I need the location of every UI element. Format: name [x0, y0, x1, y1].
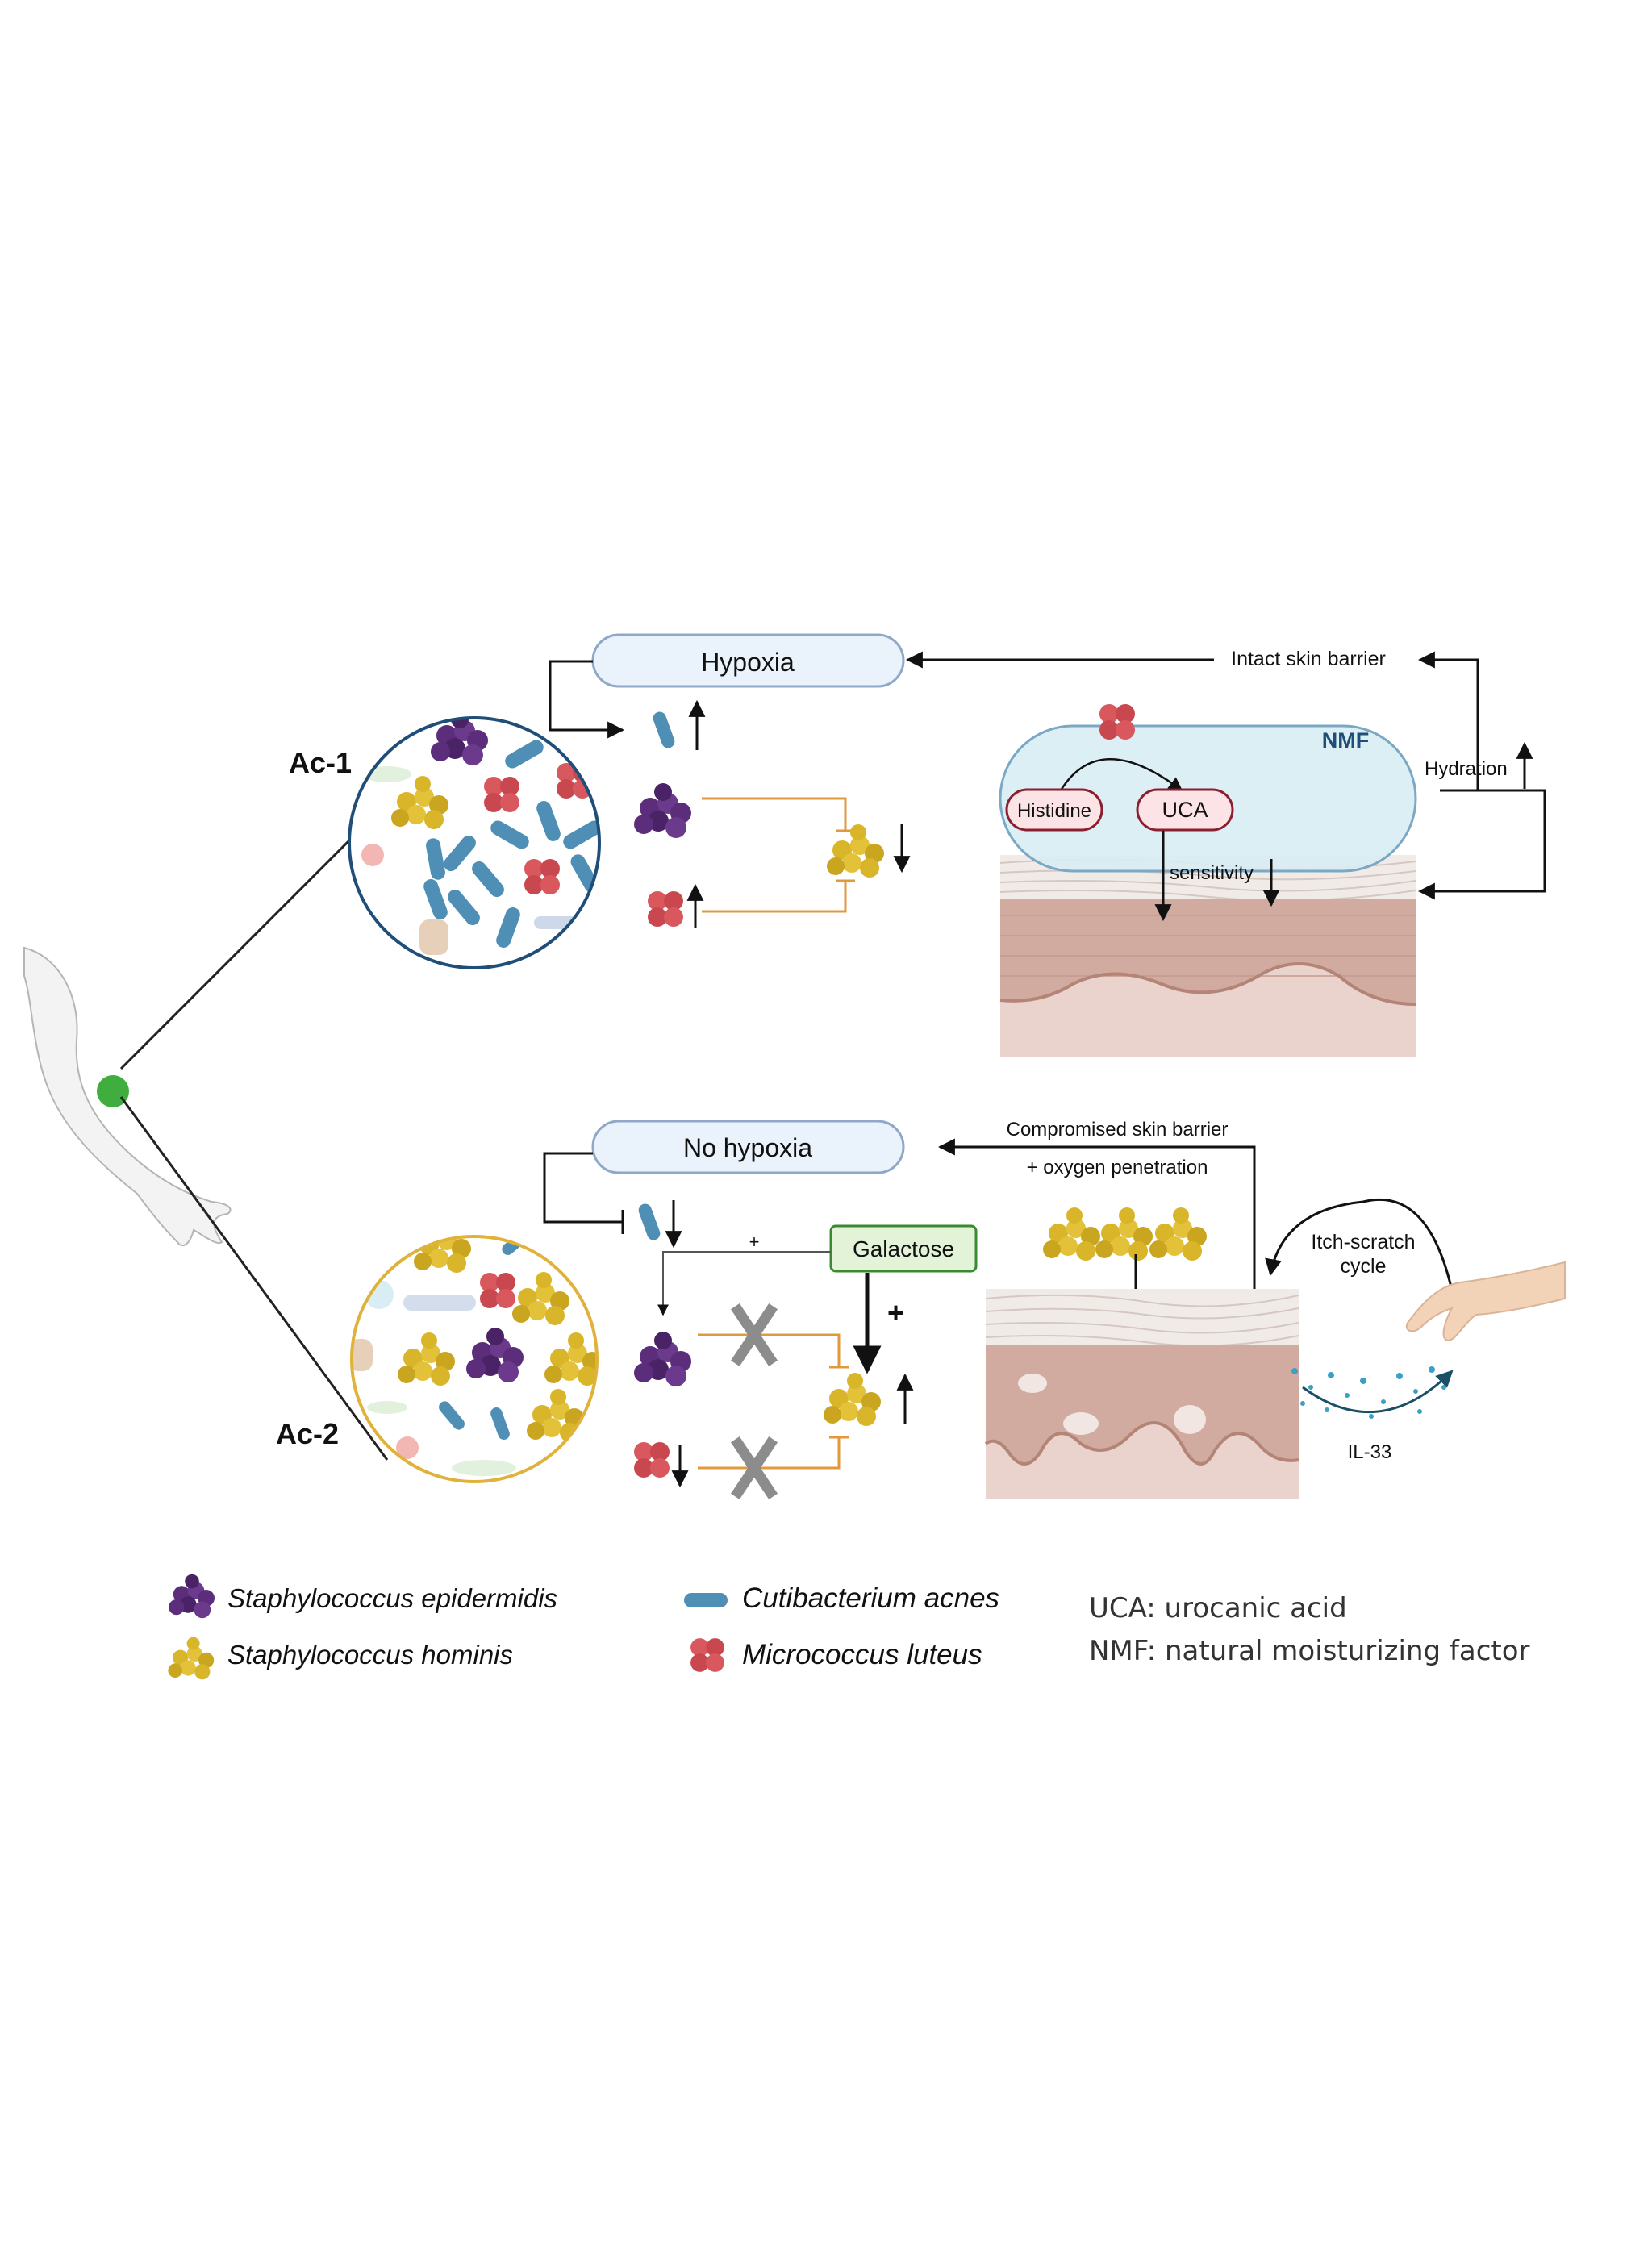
- legend-nmf-def: NMF: natural moisturizing factor: [1089, 1635, 1530, 1667]
- legend: Staphylococcus epidermidis Staphylococcu…: [168, 1574, 1530, 1680]
- legend-c-acnes: Cutibacterium acnes: [742, 1582, 999, 1614]
- legend-c-acnes-icon: [684, 1593, 728, 1607]
- sensitivity-label: sensitivity: [1170, 862, 1254, 884]
- il33-label: IL-33: [1348, 1441, 1392, 1463]
- hand-icon: [1405, 1261, 1566, 1342]
- no-hypoxia-inhibit-line: [543, 1152, 623, 1224]
- ac1-label: Ac-1: [289, 746, 352, 779]
- skin-section-intact: [999, 855, 1416, 1057]
- uca-label: UCA: [1162, 798, 1208, 822]
- s-epidermidis-icon: [634, 783, 691, 838]
- uca-box: [1136, 788, 1234, 832]
- s-hominis-surface-icon: [1043, 1207, 1100, 1261]
- c-acnes-ac2-icon: [636, 1202, 662, 1242]
- histidine-box: [1005, 788, 1103, 832]
- no-hypoxia-box: [591, 1120, 905, 1174]
- compromised-barrier-label: Compromised skin barrier: [1007, 1119, 1229, 1140]
- s-hominis-surface-icon: [1149, 1207, 1207, 1261]
- itch-line2: cycle: [1341, 1255, 1387, 1278]
- il33-dots: [1291, 1366, 1446, 1419]
- arm-icon: [23, 946, 232, 1247]
- no-hypoxia-label: No hypoxia: [683, 1133, 812, 1162]
- ac1-microbiome-circle: [348, 716, 601, 969]
- hypoxia-to-acnes-arrow: [549, 660, 625, 739]
- m-luteus-nmf-icon: [1099, 704, 1135, 740]
- plus-small: +: [749, 1232, 760, 1252]
- m-luteus-ac2-icon: [634, 1442, 670, 1478]
- galactose-to-epidermidis-arrow: [657, 1251, 831, 1316]
- hypoxia-label: Hypoxia: [701, 648, 795, 677]
- inhibition-line-epi-ac2: [698, 1333, 841, 1367]
- s-hominis-ac2-icon: [824, 1373, 881, 1426]
- ac2-microbiome-circle: [350, 1235, 599, 1483]
- hydration-to-barrier-arrow: [1417, 651, 1479, 790]
- c-acnes-icon: [651, 710, 677, 750]
- s-hominis-icon: [827, 824, 884, 878]
- zoom-line-ac1: [119, 813, 377, 1070]
- legend-uca-def: UCA: urocanic acid: [1089, 1592, 1347, 1624]
- oxygen-penetration-label: + oxygen penetration: [1027, 1157, 1208, 1178]
- legend-s-hominis: Staphylococcus hominis: [227, 1640, 513, 1670]
- cross-icon: [730, 1436, 778, 1500]
- nmf-label: NMF: [1322, 728, 1369, 753]
- galactose-label: Galactose: [853, 1236, 954, 1261]
- cross-icon: [730, 1303, 778, 1367]
- inhibition-line-epi: [702, 797, 847, 831]
- s-epidermidis-ac2-icon: [634, 1332, 691, 1386]
- s-hominis-surface-icon: [1095, 1207, 1153, 1261]
- zoom-line-ac2: [119, 1096, 389, 1461]
- skin-section-compromised: [984, 1289, 1299, 1499]
- inhibition-line-luteus-ac2: [698, 1437, 841, 1470]
- legend-m-luteus: Micrococcus luteus: [742, 1639, 982, 1670]
- hydration-label: Hydration: [1425, 758, 1508, 780]
- barrier-to-no-hypoxia-arrow: [937, 1138, 1256, 1289]
- itch-line1: Itch-scratch: [1311, 1231, 1415, 1253]
- legend-s-epidermidis-icon: [169, 1574, 215, 1619]
- itch-scratch-arrow: [1265, 1198, 1454, 1291]
- histidine-to-uca-arrow: [1057, 758, 1183, 795]
- galactose-box: [829, 1224, 978, 1273]
- hydration-loop-arrow: [1417, 789, 1546, 900]
- m-luteus-icon: [648, 891, 683, 927]
- plus-bold: +: [887, 1296, 904, 1329]
- inhibition-line-luteus: [702, 881, 847, 913]
- intact-barrier-label: Intact skin barrier: [1231, 648, 1386, 670]
- il33-arrow: [1302, 1370, 1454, 1414]
- legend-s-hominis-icon: [168, 1637, 215, 1680]
- histidine-label: Histidine: [1017, 800, 1091, 822]
- ac2-label: Ac-2: [276, 1417, 339, 1450]
- legend-m-luteus-icon: [690, 1638, 724, 1672]
- legend-s-epidermidis: Staphylococcus epidermidis: [227, 1583, 557, 1613]
- arm-marker: [97, 1075, 129, 1107]
